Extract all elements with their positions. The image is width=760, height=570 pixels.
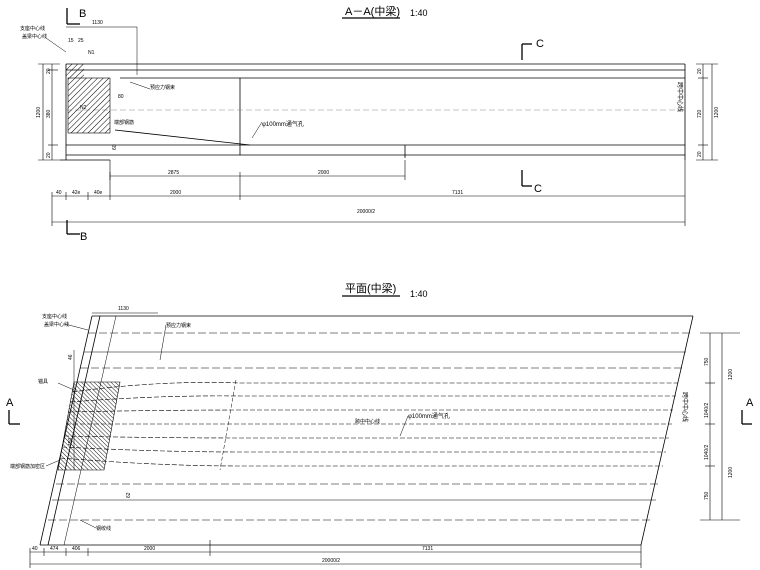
- section-dims-bottom: [51, 160, 686, 226]
- section-label-support-center: 支座中心线: [20, 25, 45, 32]
- section-beam-outline: [60, 63, 686, 161]
- section-dim-right-1200: 1200: [714, 107, 720, 118]
- cut-mark-c-bottom: C: [521, 170, 542, 195]
- plan-dim-left-46: 46: [68, 354, 74, 360]
- section-end-block-top: [66, 64, 84, 78]
- plan-leader-1: [64, 323, 89, 331]
- plan-leader-hole: [399, 415, 409, 437]
- plan-label-end-block: 端部钢筋加密区: [10, 463, 45, 470]
- section-dims-right: [696, 63, 718, 161]
- plan-dim-right-1040a: 1040/2: [704, 402, 710, 418]
- section-dim-left-380: 380: [46, 109, 52, 118]
- plan-label-bearing-center: 盖梁中心线: [44, 321, 69, 328]
- plan-long-lines: [48, 332, 690, 521]
- plan-dim-right-750a: 750: [704, 357, 710, 366]
- plan-leader-anchor: [57, 382, 75, 391]
- plan-dim-40: 40: [32, 546, 38, 552]
- section-dim-right-20b: 20: [697, 151, 703, 157]
- plan-dim-total: 20000/2: [322, 558, 340, 564]
- section-end-block-hatch: [67, 77, 111, 134]
- cut-mark-b-bottom: B: [66, 220, 87, 243]
- section-dim-2000a: 2000: [318, 170, 329, 176]
- section-label-end: 端部钢筋: [114, 119, 134, 126]
- cut-label-b-bottom: B: [80, 231, 87, 243]
- section-dim-left-60: 60: [112, 144, 118, 150]
- cut-mark-a-left: A: [6, 397, 20, 425]
- section-dim-2875: 2875: [168, 170, 179, 176]
- section-label-hole: φ100mm通气孔: [262, 120, 304, 128]
- plan-dim-406: 406: [72, 546, 81, 552]
- section-dim-7131: 7131: [452, 190, 463, 196]
- plan-label-bridge-center: 跨中中心线: [355, 418, 380, 425]
- plan-label-right-vertical: 跨中中心线: [681, 392, 689, 422]
- plan-title: 平面(中梁): [345, 281, 396, 295]
- plan-dim-left-450: 450: [68, 437, 74, 446]
- cut-mark-c-top: C: [521, 38, 544, 60]
- plan-outline: [39, 315, 694, 546]
- section-mark-n1: N1: [88, 50, 95, 56]
- plan-dim-7131: 7131: [422, 546, 433, 552]
- plan-dim-right-1200a: 1200: [728, 369, 734, 380]
- section-dim-left-20b: 20: [46, 152, 52, 158]
- plan-label-member: 预应力钢束: [166, 322, 191, 329]
- section-view: A－A(中梁) 1:40 B B C C: [20, 4, 720, 243]
- section-label-right-vertical: 跨中中心线: [676, 82, 684, 112]
- section-dim-2000b: 2000: [170, 190, 181, 196]
- section-dims-left: [38, 63, 60, 161]
- cut-label-c-top: C: [536, 38, 544, 50]
- section-dim-42e: 42e: [72, 190, 81, 196]
- cut-label-a-right: A: [746, 397, 754, 409]
- section-dim-top-15: 15: [68, 38, 74, 44]
- cut-mark-a-right: A: [741, 397, 754, 425]
- cut-mark-b-top: B: [66, 8, 86, 25]
- plan-mark-62: 62: [126, 492, 132, 498]
- section-label-bearing-center: 盖梁中心线: [22, 33, 47, 40]
- plan-leader-member: [159, 324, 167, 361]
- section-mark-80: 80: [118, 94, 124, 100]
- section-leader-hole: [251, 121, 263, 139]
- section-label-member: 预应力钢束: [150, 84, 175, 91]
- plan-dim-474: 474: [50, 546, 59, 552]
- section-web-taper: [114, 129, 251, 146]
- plan-dim-right-1200b: 1200: [728, 467, 734, 478]
- section-dim-top-25: 25: [78, 38, 84, 44]
- plan-view: 平面(中梁) 1:40 A A: [6, 281, 754, 568]
- plan-dims-bottom: [29, 540, 642, 568]
- plan-dim-right-750b: 750: [704, 491, 710, 500]
- section-leader-1: [45, 37, 67, 53]
- section-dim-top-1130: 1130: [92, 20, 103, 26]
- plan-scale: 1:40: [410, 289, 428, 299]
- plan-dim-2000: 2000: [144, 546, 155, 552]
- plan-leader-end-block: [45, 459, 61, 467]
- cut-label-b-top: B: [79, 8, 86, 20]
- section-leader-member: [129, 81, 151, 90]
- plan-anchor-hatch: [57, 381, 121, 471]
- plan-leader-steel: [79, 519, 97, 529]
- section-mark-n2: N2: [80, 105, 87, 111]
- plan-dim-top-1130: 1130: [118, 306, 129, 312]
- plan-label-steel: 钢绞线: [96, 525, 111, 532]
- plan-dims-right: [700, 332, 740, 521]
- section-dim-left-20a: 20: [46, 68, 52, 74]
- section-dim-total: 20000/2: [357, 209, 375, 215]
- cut-label-c-bottom: C: [534, 183, 542, 195]
- cut-label-a-left: A: [6, 397, 14, 409]
- plan-label-anchor: 锚具: [38, 378, 48, 385]
- section-dim-right-720: 720: [697, 109, 703, 118]
- section-scale: 1:40: [410, 8, 428, 18]
- plan-label-hole: φ100mm通气孔: [408, 412, 450, 420]
- section-dim-right-20a: 20: [697, 68, 703, 74]
- plan-label-support-center: 支座中心线: [42, 313, 67, 320]
- plan-dim-right-1040b: 1040/2: [704, 444, 710, 460]
- section-dim-40: 40: [56, 190, 62, 196]
- section-dim-40e: 40e: [94, 190, 103, 196]
- section-dim-left-1200: 1200: [36, 107, 42, 118]
- section-title: A－A(中梁): [345, 4, 400, 18]
